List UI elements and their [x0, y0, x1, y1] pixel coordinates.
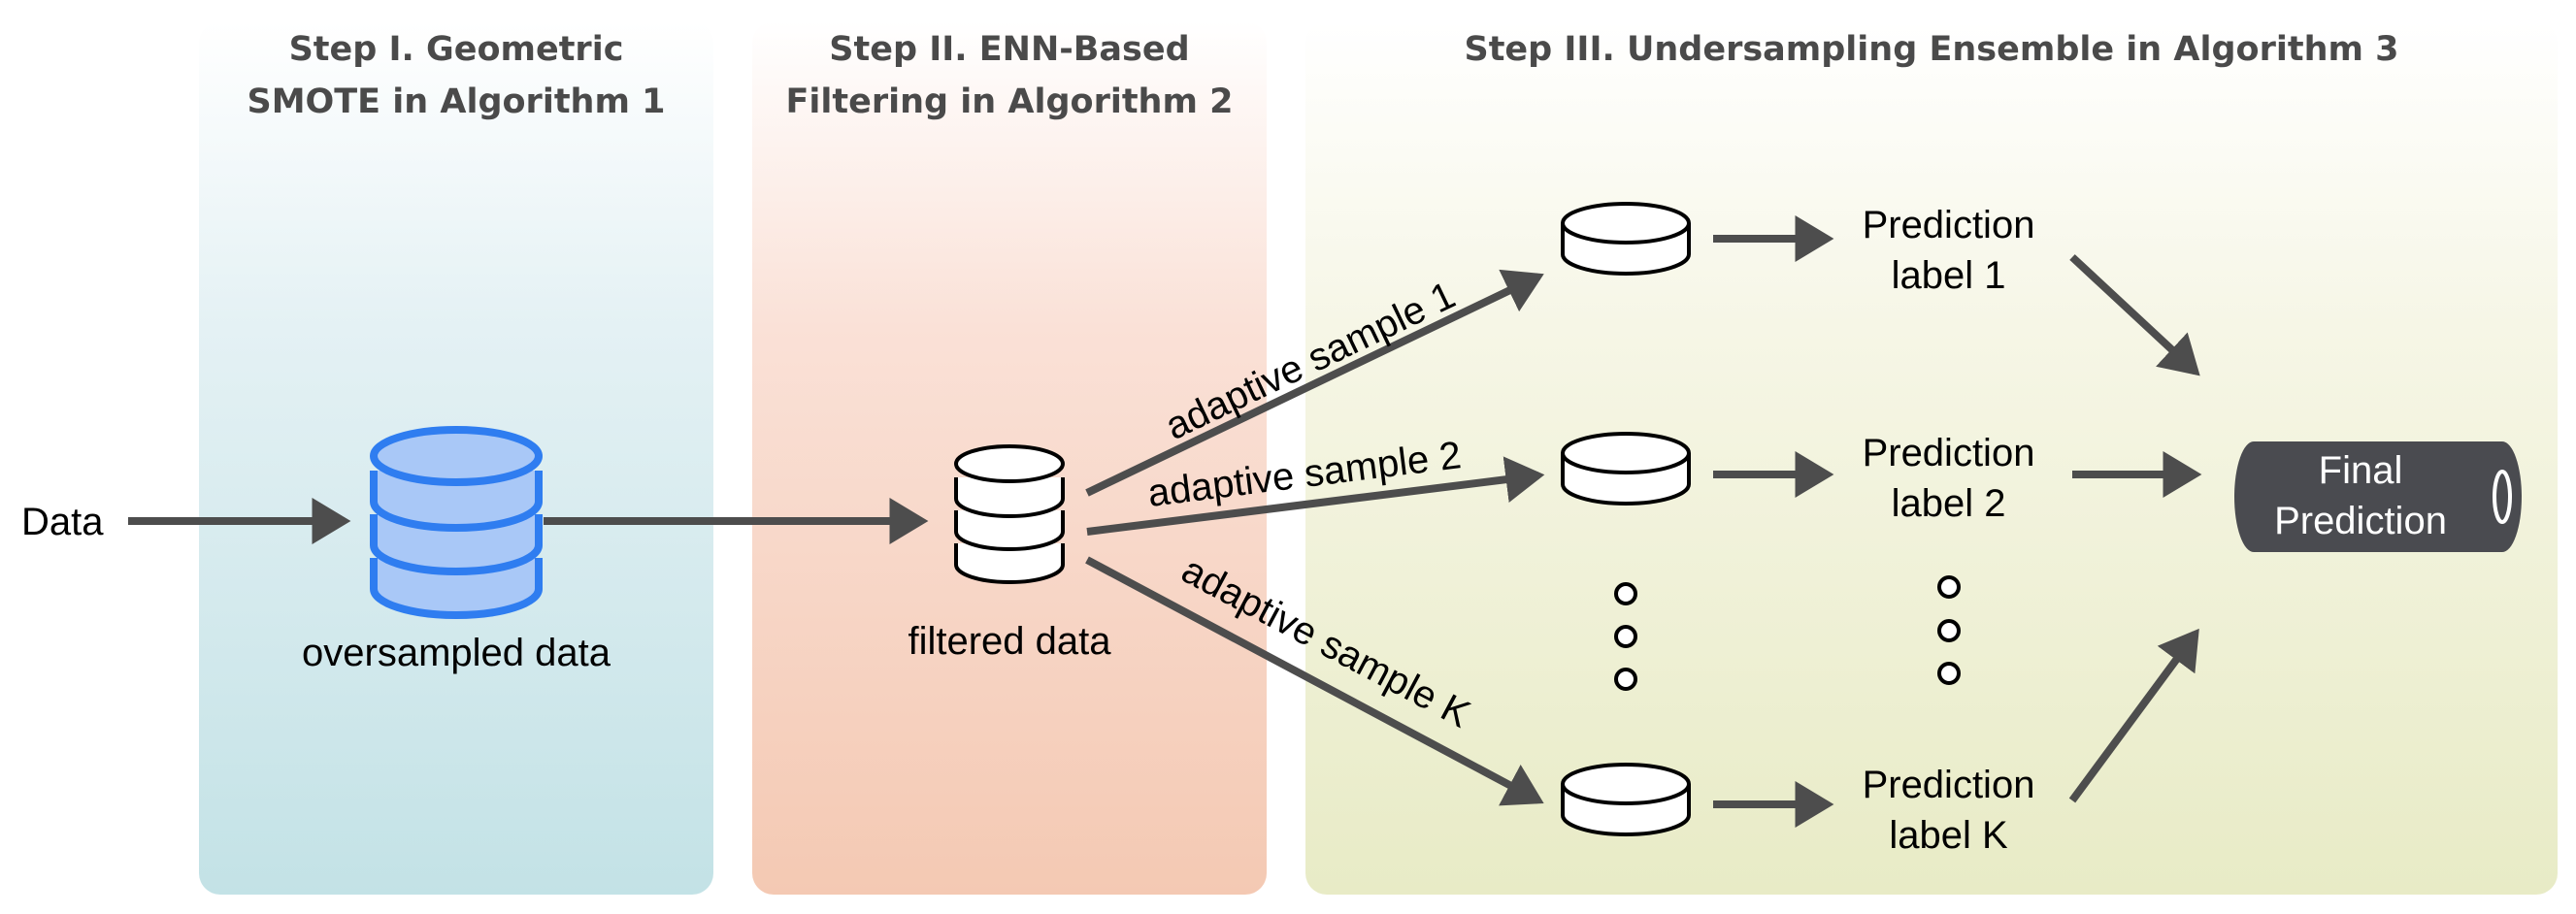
- prediction-label-1-line1: Prediction: [1862, 204, 2035, 246]
- prediction-label-2-line1: Prediction: [1862, 432, 2035, 474]
- prediction-label-k-line1: Prediction: [1862, 764, 2035, 806]
- oversampled-database-icon: [370, 426, 543, 619]
- final-prediction-line1: Final: [2318, 449, 2403, 492]
- arrow-adaptive-sample-k: [1085, 556, 1544, 806]
- filtered-data-label: filtered data: [908, 620, 1111, 663]
- step3-title: Step III. Undersampling Ensemble in Algo…: [1305, 23, 2558, 76]
- step1-title: Step I. Geometric SMOTE in Algorithm 1: [199, 23, 713, 128]
- arrow-prediction1-to-final: [2069, 254, 2200, 376]
- arrow-predictionk-to-final: [2068, 628, 2199, 803]
- step1-title-line1: Step I. Geometric: [288, 30, 624, 69]
- ellipsis-dots-samples: [1614, 582, 1637, 691]
- ellipsis-dots-predictions: [1937, 575, 1961, 685]
- sample-disc-icon-k: [1561, 763, 1691, 836]
- step1-title-line2: SMOTE in Algorithm 1: [247, 82, 666, 121]
- step2-title-line2: Filtering in Algorithm 2: [785, 82, 1234, 121]
- sample-disc-icon-1: [1561, 202, 1691, 276]
- prediction-label-k-line2: label K: [1889, 814, 2008, 857]
- arrow-adaptive-sample-2: [1086, 456, 1545, 536]
- prediction-label-k: Prediction label K: [1834, 760, 2063, 861]
- final-prediction-line2: Prediction: [2274, 500, 2447, 542]
- sample-disc-icon-2: [1561, 432, 1691, 506]
- step2-title-line1: Step II. ENN-Based: [829, 30, 1190, 69]
- prediction-label-2-line2: label 2: [1891, 482, 2006, 525]
- filtered-database-icon: [954, 444, 1065, 584]
- step2-title: Step II. ENN-Based Filtering in Algorith…: [752, 23, 1267, 128]
- final-prediction-cylinder-icon: [2234, 441, 2522, 552]
- final-prediction-label: Final Prediction: [2234, 445, 2487, 546]
- prediction-label-2: Prediction label 2: [1834, 428, 2063, 529]
- prediction-label-1-line2: label 1: [1891, 254, 2006, 297]
- oversampled-data-label: oversampled data: [302, 632, 611, 674]
- arrow-adaptive-sample-1: [1085, 269, 1544, 497]
- step3-title-line1: Step III. Undersampling Ensemble in Algo…: [1464, 30, 2399, 69]
- data-input-label: Data: [21, 501, 104, 543]
- prediction-label-1: Prediction label 1: [1834, 200, 2063, 301]
